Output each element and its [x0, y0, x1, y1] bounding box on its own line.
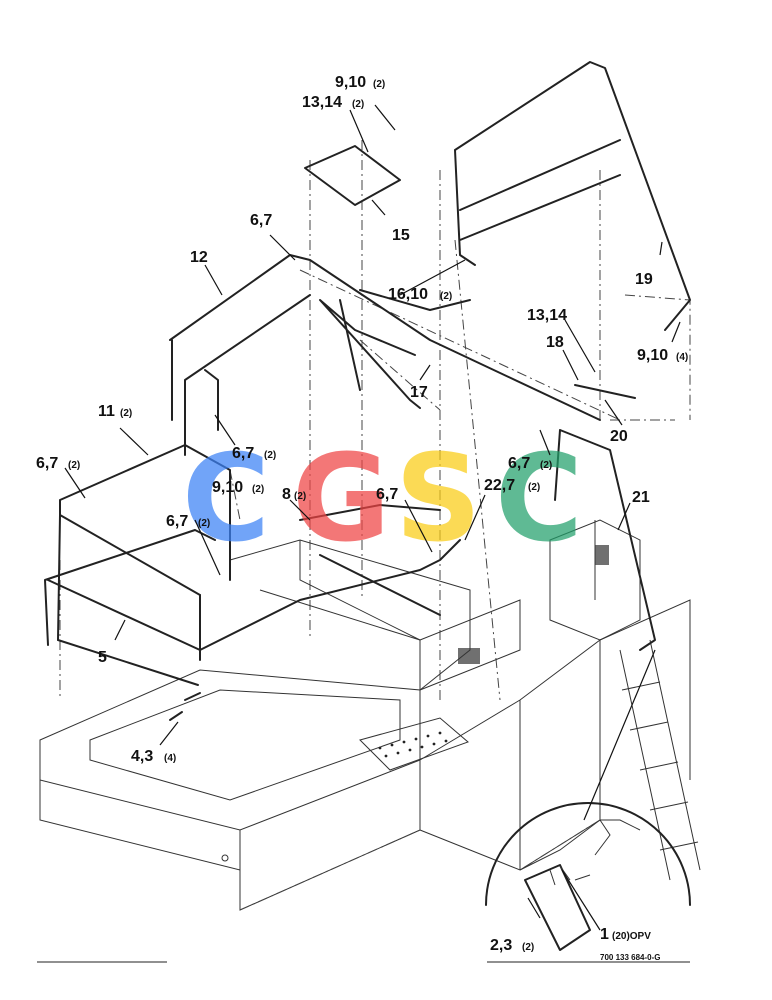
callout-label: 2,3	[490, 937, 512, 954]
callout-label: 5	[98, 649, 107, 666]
callout-qty: (2)	[120, 408, 132, 419]
callout-label: 16,10	[388, 286, 428, 303]
callout-label: 6,7	[232, 445, 254, 462]
callout-qty: (2)	[440, 291, 452, 302]
watermark-letter: C	[495, 430, 583, 569]
callout-label: 6,7	[508, 455, 530, 472]
callout-label: 1	[600, 926, 609, 943]
bar-part-16	[359, 289, 471, 311]
callout-label: 13,14	[527, 307, 567, 324]
brace-part-17	[319, 299, 421, 409]
panel-part-15	[304, 145, 401, 206]
watermark: C G S C	[182, 430, 583, 569]
callout-label: 12	[190, 249, 208, 266]
callout-label: 22,7	[484, 477, 515, 494]
leader-lines	[64, 104, 681, 931]
callout-qty: (20)OPV	[612, 931, 651, 942]
callout-label: 20	[610, 428, 628, 445]
callout-labels: 9,10 (2) 13,14 (2) 15 6,7 12 16,10 (2) 1…	[36, 74, 688, 954]
callout-label: 6,7	[36, 455, 58, 472]
watermark-letter: S	[395, 430, 481, 569]
callout-qty: (2)	[198, 518, 210, 529]
callout-label: 18	[546, 334, 564, 351]
detail-view	[485, 649, 691, 951]
callout-label: 13,14	[302, 94, 342, 111]
handrail-part-21	[554, 429, 656, 651]
callout-qty: (2)	[373, 79, 385, 90]
machine-body	[39, 519, 701, 911]
callout-qty: (2)	[352, 99, 364, 110]
callout-label: 19	[635, 271, 653, 288]
watermark-letter: G	[292, 430, 391, 569]
callout-qty: (2)	[528, 482, 540, 493]
callout-qty: (4)	[676, 352, 688, 363]
callout-qty: (2)	[522, 942, 534, 953]
callout-label: 6,7	[376, 486, 398, 503]
handrail-part-5	[47, 539, 461, 686]
handrail-part-12	[169, 254, 601, 456]
callout-label: 6,7	[250, 212, 272, 229]
bracket-part-4	[169, 692, 201, 721]
handrail-part-8	[299, 504, 441, 616]
callout-label: 9,10	[212, 479, 243, 496]
handrail-part-19	[454, 61, 691, 331]
callout-qty: (2)	[68, 460, 80, 471]
callout-qty: (2)	[540, 460, 552, 471]
callout-label: 8	[282, 486, 291, 503]
handrail-part-11	[44, 444, 231, 646]
callout-label: 11	[98, 403, 115, 420]
callout-qty: (4)	[164, 753, 176, 764]
callout-qty: (2)	[252, 484, 264, 495]
callout-label: 9,10	[335, 74, 366, 91]
watermark-letter: C	[182, 430, 270, 569]
drawing-number: 700 133 684-0-G	[600, 953, 661, 962]
callout-qty: (2)	[294, 491, 306, 502]
callout-qty: (2)	[264, 450, 276, 461]
callout-label: 4,3	[131, 748, 153, 765]
callout-label: 17	[410, 384, 428, 401]
callout-label: 9,10	[637, 347, 668, 364]
phantom-lines	[59, 140, 691, 701]
callout-label: 21	[632, 489, 650, 506]
callout-label: 15	[392, 227, 410, 244]
callout-label: 6,7	[166, 513, 188, 530]
bar-part-20	[574, 384, 636, 399]
